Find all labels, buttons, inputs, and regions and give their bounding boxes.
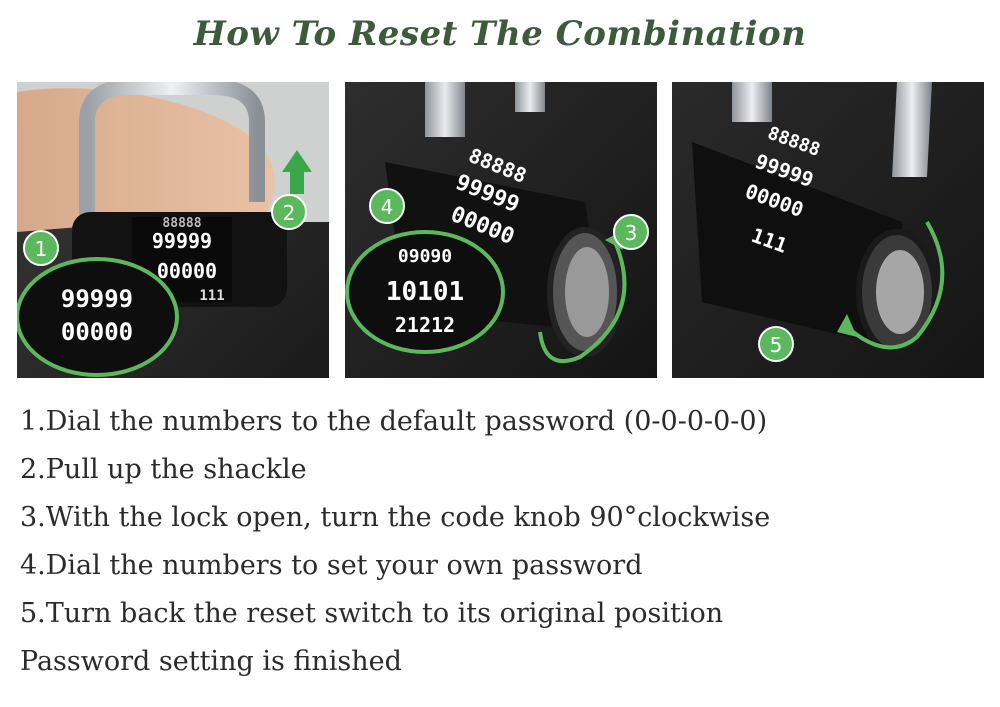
- step-badge-number: 1: [35, 237, 48, 261]
- step-badge: [613, 214, 649, 250]
- zoom-circle: [17, 257, 179, 377]
- arrow-up-icon: [282, 150, 312, 194]
- dial-bottom-row: 111: [199, 288, 224, 304]
- rotate-arrow-icon: [845, 220, 945, 350]
- shackle: [892, 82, 932, 177]
- step-badge-number: 5: [770, 333, 783, 357]
- zoom-row: 10101: [386, 277, 464, 307]
- shackle: [425, 82, 465, 137]
- zoom-row: 09090: [398, 246, 452, 267]
- step-badge-number: 2: [283, 201, 296, 225]
- shackle: [79, 82, 265, 232]
- page-title: How To Reset The Combination: [193, 14, 807, 54]
- step-badge: [23, 230, 59, 266]
- step-badge: [369, 188, 405, 224]
- instruction-step: 1.Dial the numbers to the default passwo…: [20, 406, 768, 437]
- step-photo-turn-knob: 88888 99999 00000 09090 10101 21212 4 3: [345, 82, 657, 378]
- step-photo-reset-switch: 88888 99999 00000 111 5: [672, 82, 984, 378]
- step-badge-number: 4: [381, 195, 394, 219]
- instruction-step: 4.Dial the numbers to set your own passw…: [20, 550, 643, 581]
- step-badge: [271, 194, 307, 230]
- dial-top-row: 88888: [162, 216, 201, 231]
- instruction-step: 5.Turn back the reset switch to its orig…: [20, 598, 724, 629]
- rotate-arrow-icon: [538, 241, 627, 363]
- dial-row: 99999: [152, 229, 212, 253]
- step-badge: [758, 326, 794, 362]
- step-photo-pull-shackle: 88888 99999 00000 111 99999 00000 1 2: [17, 82, 329, 378]
- instruction-list: 1.Dial the numbers to the default passwo…: [20, 398, 980, 686]
- instruction-step: 2.Pull up the shackle: [20, 454, 307, 485]
- zoom-row: 99999: [61, 285, 133, 313]
- zoom-circle: [345, 230, 505, 354]
- instruction-step: Password setting is finished: [20, 646, 402, 677]
- step-badge-number: 3: [625, 221, 638, 245]
- dial-row: 00000: [157, 259, 217, 283]
- zoom-row: 00000: [61, 318, 133, 346]
- instruction-step: 3.With the lock open, turn the code knob…: [20, 502, 771, 533]
- zoom-row: 21212: [395, 313, 455, 337]
